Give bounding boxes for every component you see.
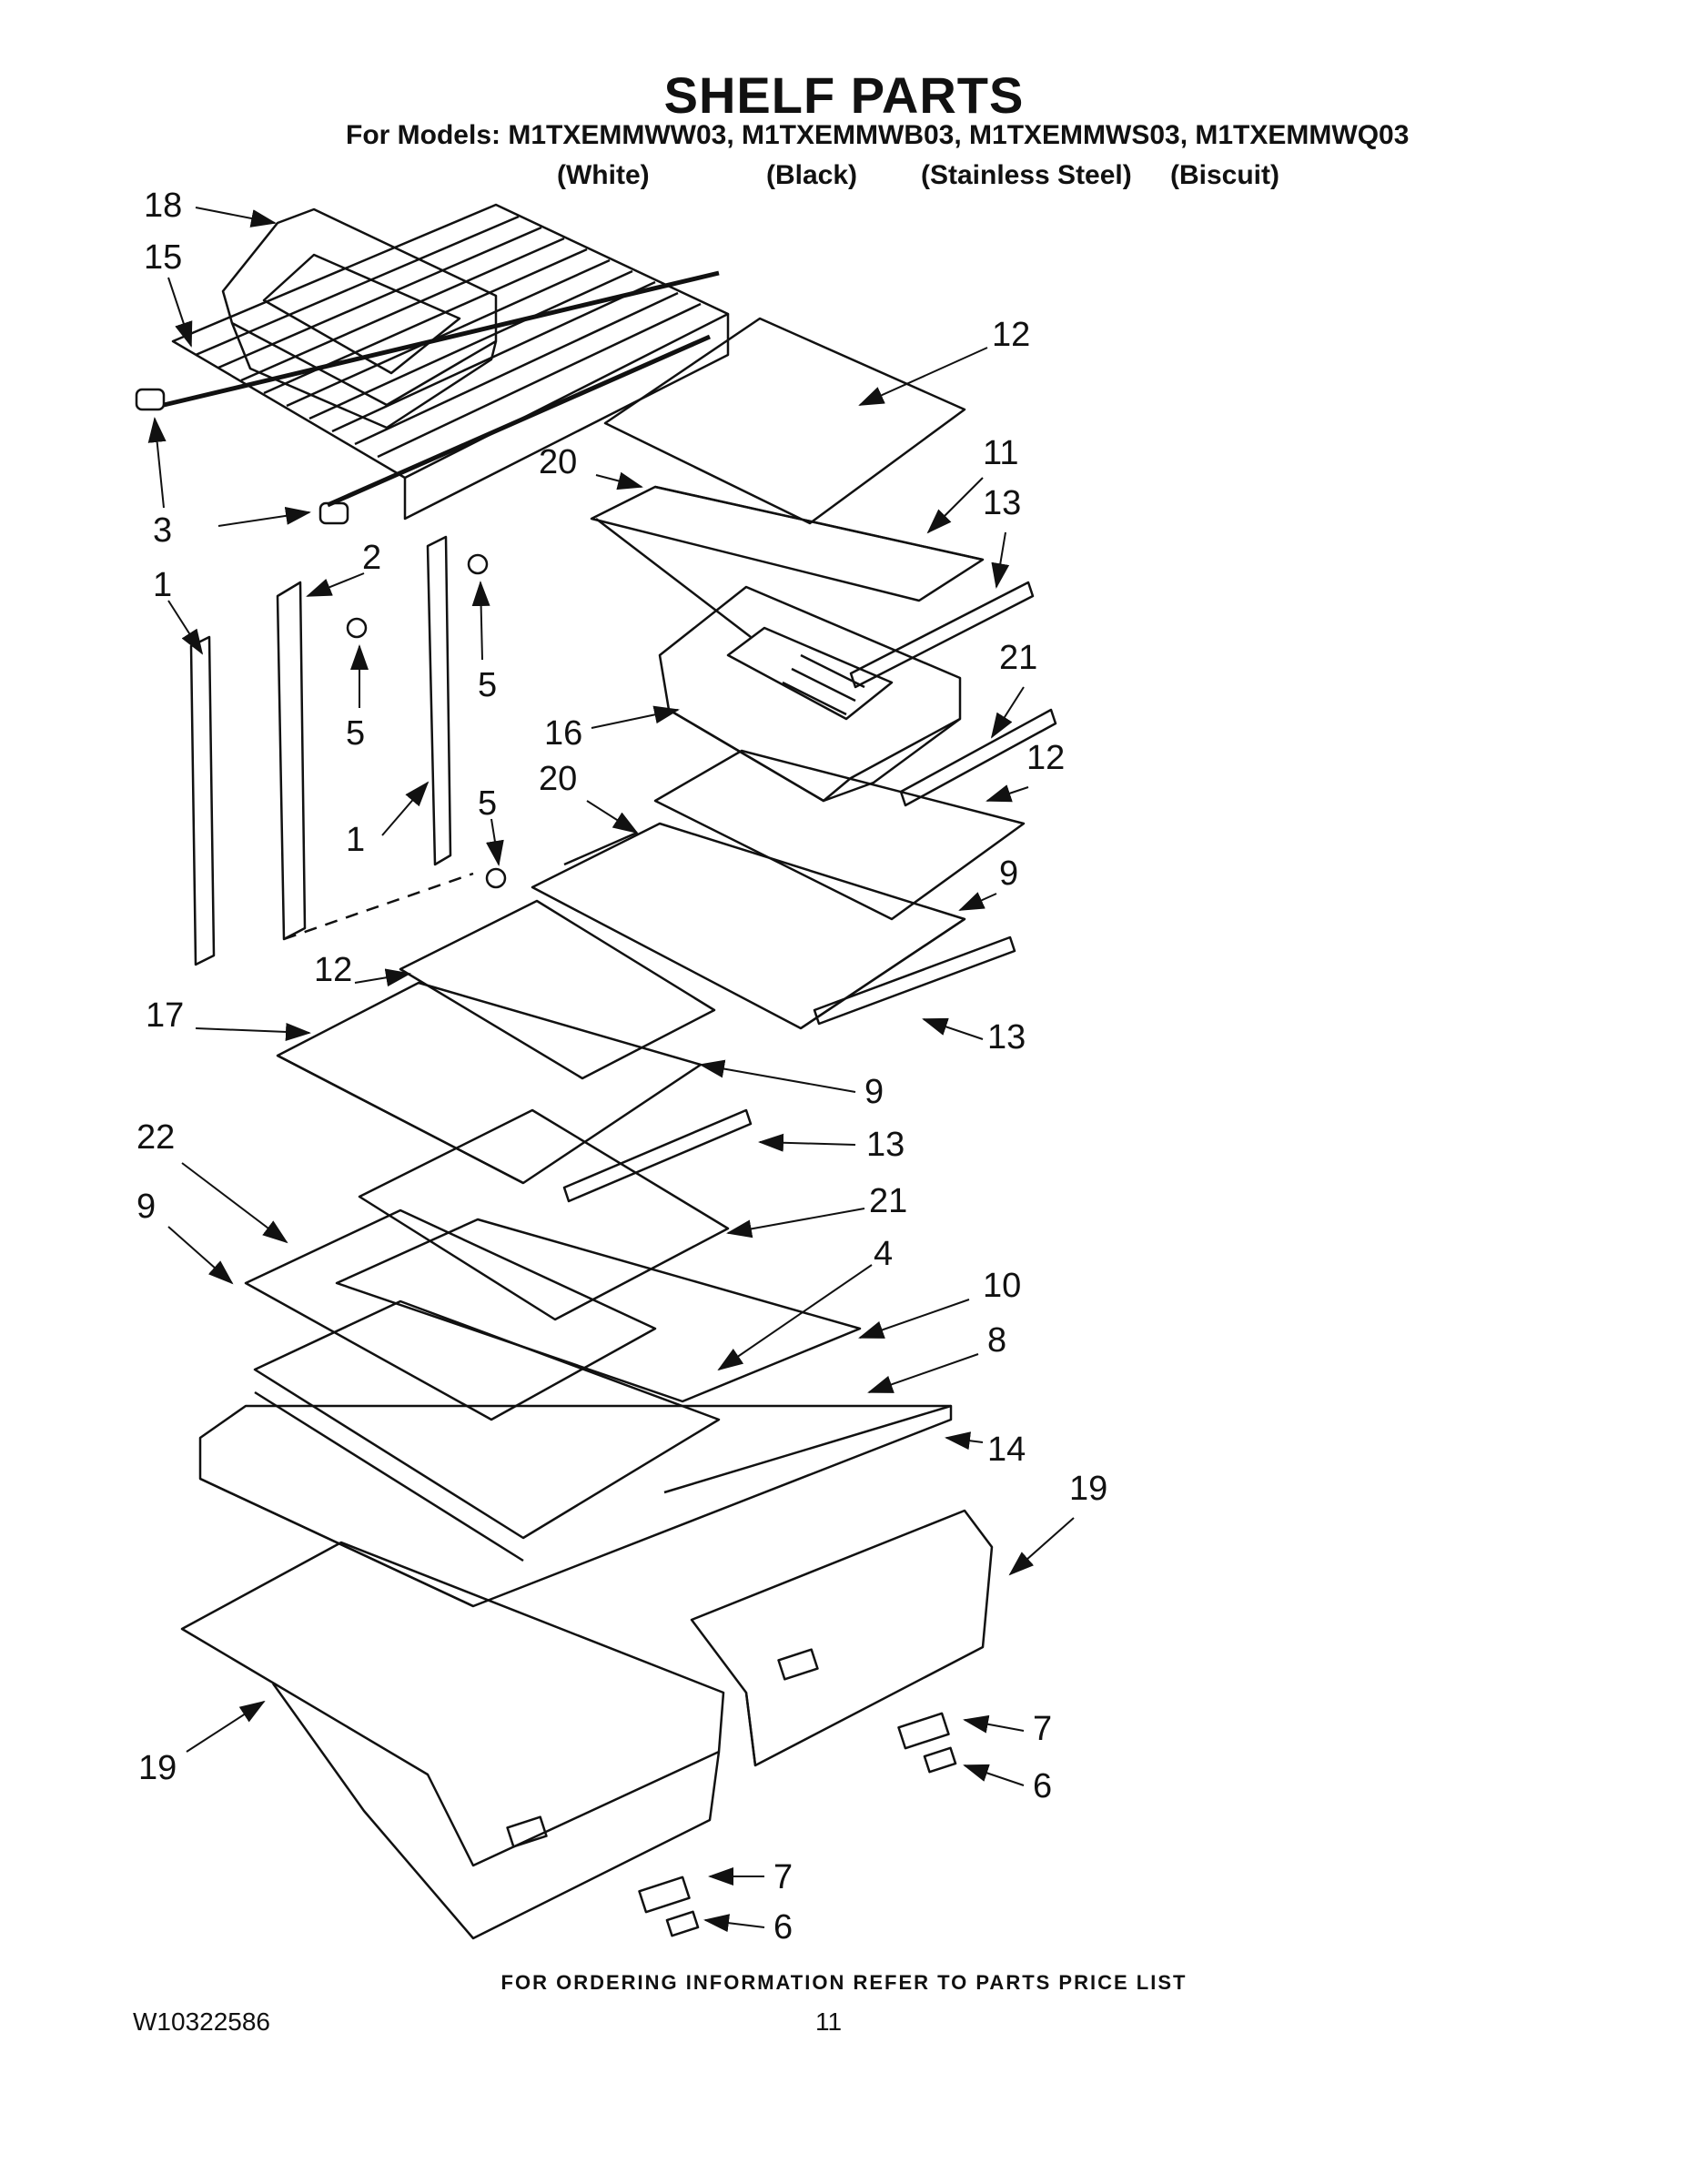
document-number: W10322586 [133, 2007, 271, 2036]
callout-2: 2 [362, 539, 381, 577]
callout-21: 21 [999, 639, 1037, 677]
callout-9: 9 [864, 1073, 884, 1111]
ordering-note: FOR ORDERING INFORMATION REFER TO PARTS … [500, 1971, 1188, 1994]
page-title: SHELF PARTS [663, 66, 1025, 124]
callout-12: 12 [314, 951, 352, 989]
callout-13: 13 [866, 1126, 905, 1164]
callout-leaders [147, 207, 1075, 1933]
callout-15: 15 [144, 238, 182, 277]
callout-6: 6 [773, 1908, 793, 1946]
callout-9: 9 [136, 1188, 156, 1226]
page-number: 11 [815, 2007, 843, 2036]
callout-21: 21 [869, 1182, 907, 1220]
callout-4: 4 [874, 1235, 893, 1273]
callout-labels: 18 15 3 1 2 5 5 1 5 12 20 11 13 21 16 20… [136, 187, 1107, 1946]
variant-white: (White) [557, 160, 650, 190]
bottom-shelf-part [244, 1108, 862, 1562]
callout-5: 5 [478, 666, 497, 704]
callout-11: 11 [983, 434, 1018, 472]
callout-22: 22 [136, 1118, 175, 1157]
callout-5: 5 [346, 714, 365, 753]
callout-5: 5 [478, 784, 497, 823]
callout-8: 8 [987, 1321, 1006, 1360]
callout-1: 1 [153, 566, 172, 604]
callout-7: 7 [773, 1858, 793, 1896]
callout-7: 7 [1033, 1710, 1052, 1748]
middle-shelf-part [531, 749, 1026, 1030]
models-line: For Models: M1TXEMMWW03, M1TXEMMWB03, M1… [346, 120, 1410, 150]
callout-10: 10 [983, 1267, 1021, 1305]
upper-shelf-part [590, 317, 985, 638]
callout-19: 19 [138, 1749, 177, 1787]
callout-18: 18 [144, 187, 182, 225]
callout-20: 20 [539, 443, 577, 481]
crisper-cover-part [198, 1404, 953, 1608]
callout-9: 9 [999, 854, 1018, 893]
storage-bin-part [221, 207, 498, 430]
callout-12: 12 [992, 316, 1030, 354]
variant-stainless: (Stainless Steel) [921, 160, 1132, 190]
callout-1: 1 [346, 821, 365, 859]
callout-14: 14 [987, 1431, 1026, 1469]
callout-16: 16 [544, 714, 582, 753]
callout-13: 13 [987, 1018, 1026, 1057]
callout-3: 3 [153, 511, 172, 550]
callout-13: 13 [983, 484, 1021, 522]
callout-17: 17 [146, 996, 184, 1035]
lower-shelf-part [276, 899, 716, 1185]
variant-biscuit: (Biscuit) [1170, 160, 1279, 190]
callout-19: 19 [1069, 1470, 1107, 1508]
callout-20: 20 [539, 760, 577, 798]
callout-12: 12 [1026, 739, 1065, 777]
wire-shelf-part [163, 203, 730, 521]
crisper-drawer-part [180, 1509, 994, 1940]
variant-black: (Black) [766, 160, 858, 190]
callout-6: 6 [1033, 1767, 1052, 1805]
drawing-parts [135, 203, 1057, 1940]
rails-part [189, 535, 474, 966]
